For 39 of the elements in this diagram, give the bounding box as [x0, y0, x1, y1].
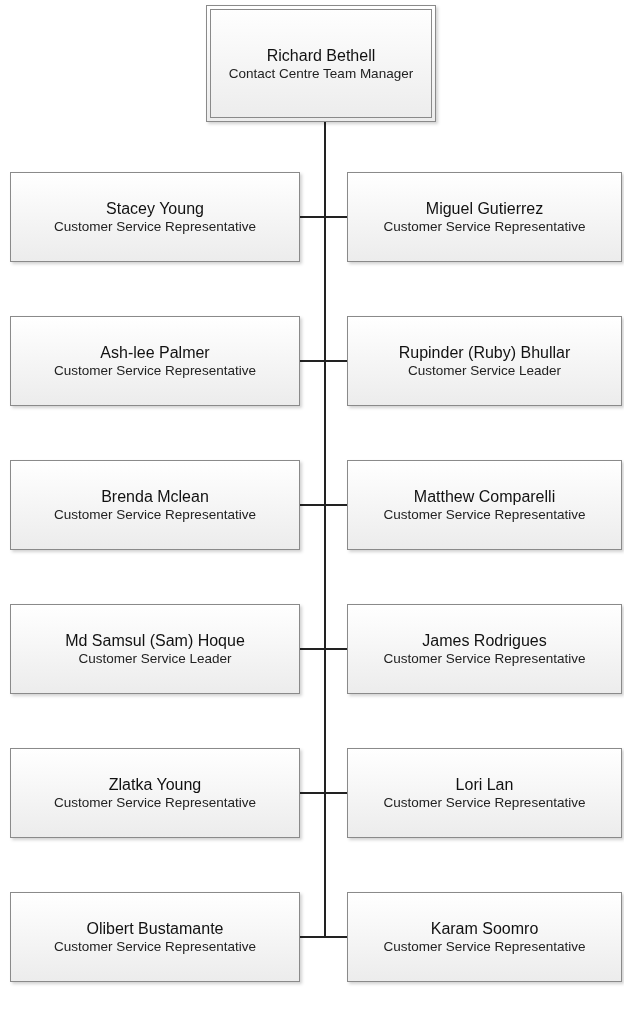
job-title: Customer Service Representative	[54, 938, 256, 955]
person-name: Miguel Gutierrez	[425, 199, 544, 218]
job-title: Contact Centre Team Manager	[228, 64, 414, 82]
person-box	[10, 460, 300, 550]
person-name: Richard Bethell	[266, 45, 376, 65]
job-title: Customer Service Representative	[383, 506, 586, 523]
person-name: Stacey Young	[106, 199, 204, 218]
job-title: Customer Service Leader	[78, 650, 232, 667]
job-title: Customer Service Leader	[407, 362, 562, 379]
person-box	[347, 604, 622, 694]
person-box	[347, 748, 622, 838]
job-title: Customer Service Representative	[383, 218, 586, 235]
person-name: James Rodrigues	[422, 631, 547, 650]
person-box	[10, 172, 300, 262]
person-box	[10, 316, 300, 406]
person-box	[347, 316, 622, 406]
person-box	[347, 172, 622, 262]
person-name: Karam Soomro	[430, 919, 539, 938]
person-box	[10, 892, 300, 982]
person-name: Ash-lee Palmer	[100, 343, 210, 362]
job-title: Customer Service Representative	[54, 506, 256, 523]
job-title: Customer Service Representative	[54, 218, 256, 235]
job-title: Customer Service Representative	[54, 362, 256, 379]
person-box	[206, 5, 436, 122]
person-name: Matthew Comparelli	[413, 487, 556, 506]
person-name: Md Samsul (Sam) Hoque	[65, 631, 245, 650]
person-box	[10, 604, 300, 694]
job-title: Customer Service Representative	[54, 794, 256, 811]
person-name: Rupinder (Ruby) Bhullar	[398, 343, 571, 362]
job-title: Customer Service Representative	[383, 794, 586, 811]
person-name: Brenda Mclean	[101, 487, 209, 506]
person-box	[10, 748, 300, 838]
person-box	[347, 460, 622, 550]
person-box	[347, 892, 622, 982]
person-name: Lori Lan	[455, 775, 514, 794]
job-title: Customer Service Representative	[383, 938, 586, 955]
job-title: Customer Service Representative	[383, 650, 586, 667]
person-name: Olibert Bustamante	[86, 919, 224, 938]
person-name: Zlatka Young	[108, 775, 202, 794]
